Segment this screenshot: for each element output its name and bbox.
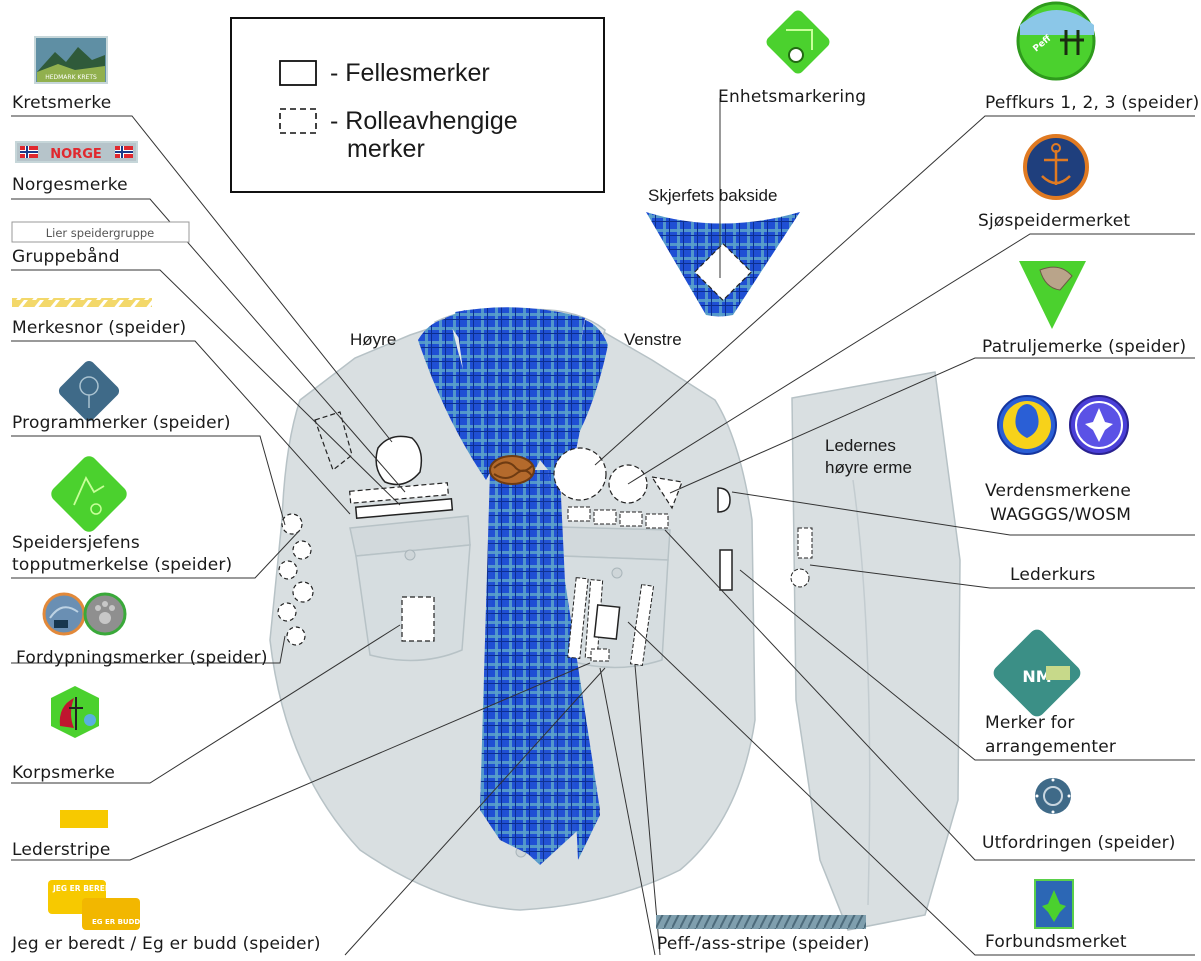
norgesmerke-badge: NORGE xyxy=(15,141,138,163)
sjospeider-badge xyxy=(1023,134,1089,200)
patruljemerke-badge xyxy=(1019,261,1086,329)
label-lederkurs: Lederkurs xyxy=(1010,565,1096,585)
label-verdens-1: Verdensmerkene xyxy=(985,481,1132,501)
label-norgesmerke: Norgesmerke xyxy=(12,175,128,195)
label-peffkurs: Peffkurs 1, 2, 3 (speider) xyxy=(985,93,1200,113)
lederstripe-badge xyxy=(60,810,108,828)
label-kretsmerke: Kretsmerke xyxy=(12,93,112,113)
label-gruppebaand: Gruppebånd xyxy=(12,247,120,267)
legend-dashed-swatch xyxy=(279,108,317,134)
forbundsmerket-badge xyxy=(1034,879,1074,929)
label-enhetsmarkering: Enhetsmarkering xyxy=(718,87,867,107)
legend-felles: - Fellesmerker xyxy=(330,59,490,87)
krets-badge-text: HEDMARK KRETS xyxy=(45,74,97,81)
legend-rolle-line2: merker xyxy=(347,135,425,163)
label-verdens-2: WAGGGS/WOSM xyxy=(990,505,1132,525)
label-programmerker: Programmerker (speider) xyxy=(12,413,231,433)
enhetsmarkering-badge xyxy=(766,10,830,74)
peffkurs-badge: Peff xyxy=(1016,1,1096,81)
jeg-er-beredt-badge-text: JEG ER BEREDT xyxy=(52,884,117,893)
legend-rolle-line1: - Rolleavhengige xyxy=(330,107,518,135)
gruppebaand-badge: Lier speidergruppe xyxy=(11,221,190,243)
kretsmerke-badge: HEDMARK KRETS xyxy=(34,36,108,84)
label-venstre: Venstre xyxy=(624,330,682,349)
speidersjef-badge xyxy=(51,456,127,532)
peff-stripe-badge xyxy=(656,915,866,929)
label-ledernes-2: høyre erme xyxy=(825,458,912,477)
label-hoyre: Høyre xyxy=(350,330,397,349)
gruppe-badge-text: Lier speidergruppe xyxy=(46,226,155,240)
programmerke-badge xyxy=(58,360,120,422)
label-lederstripe: Lederstripe xyxy=(12,840,111,860)
label-sjospeider: Sjøspeidermerket xyxy=(978,211,1131,231)
label-forbundsmerket: Forbundsmerket xyxy=(985,932,1127,952)
nm-badge-text: NM xyxy=(1022,667,1051,686)
label-arrangement-1: Merker for xyxy=(985,713,1075,733)
scarf xyxy=(418,307,608,865)
label-fordypning: Fordypningsmerker (speider) xyxy=(16,648,268,668)
label-arrangement-2: arrangementer xyxy=(985,737,1117,757)
label-skjerf-bakside: Skjerfets bakside xyxy=(648,186,778,205)
arrangement-badge: NM xyxy=(993,629,1081,717)
norge-badge-text: NORGE xyxy=(50,147,102,162)
label-speidersjef-1: Speidersjefens xyxy=(12,533,140,553)
merkesnor-badge xyxy=(12,298,152,307)
fordypning-badges xyxy=(42,592,127,636)
label-peff-stripe: Peff-/ass-stripe (speider) xyxy=(657,934,870,954)
label-ledernes-1: Ledernes xyxy=(825,436,896,455)
label-speidersjef-2: topputmerkelse (speider) xyxy=(12,555,233,575)
scarf-back xyxy=(646,212,800,317)
legend xyxy=(230,17,605,193)
leader-right-sleeve xyxy=(791,371,961,931)
utfordringen-badge xyxy=(1035,778,1071,814)
legend-solid-swatch xyxy=(279,60,317,86)
label-korpsmerke: Korpsmerke xyxy=(12,763,116,783)
eg-er-budd-badge-text: EG ER BUDD xyxy=(92,918,140,926)
leader-lines xyxy=(11,98,1195,956)
label-patruljemerke: Patruljemerke (speider) xyxy=(982,337,1187,357)
label-merkesnor: Merkesnor (speider) xyxy=(12,318,187,338)
badge-placements xyxy=(277,411,813,667)
korpsmerke-badge xyxy=(51,686,99,738)
jeg-er-beredt-badges: JEG ER BEREDT EG ER BUDD xyxy=(48,880,140,930)
verdensmerkene-badges xyxy=(997,395,1129,455)
label-utfordringen: Utfordringen (speider) xyxy=(982,833,1176,853)
label-jeg-er-beredt: Jeg er beredt / Eg er budd (speider) xyxy=(12,934,321,954)
